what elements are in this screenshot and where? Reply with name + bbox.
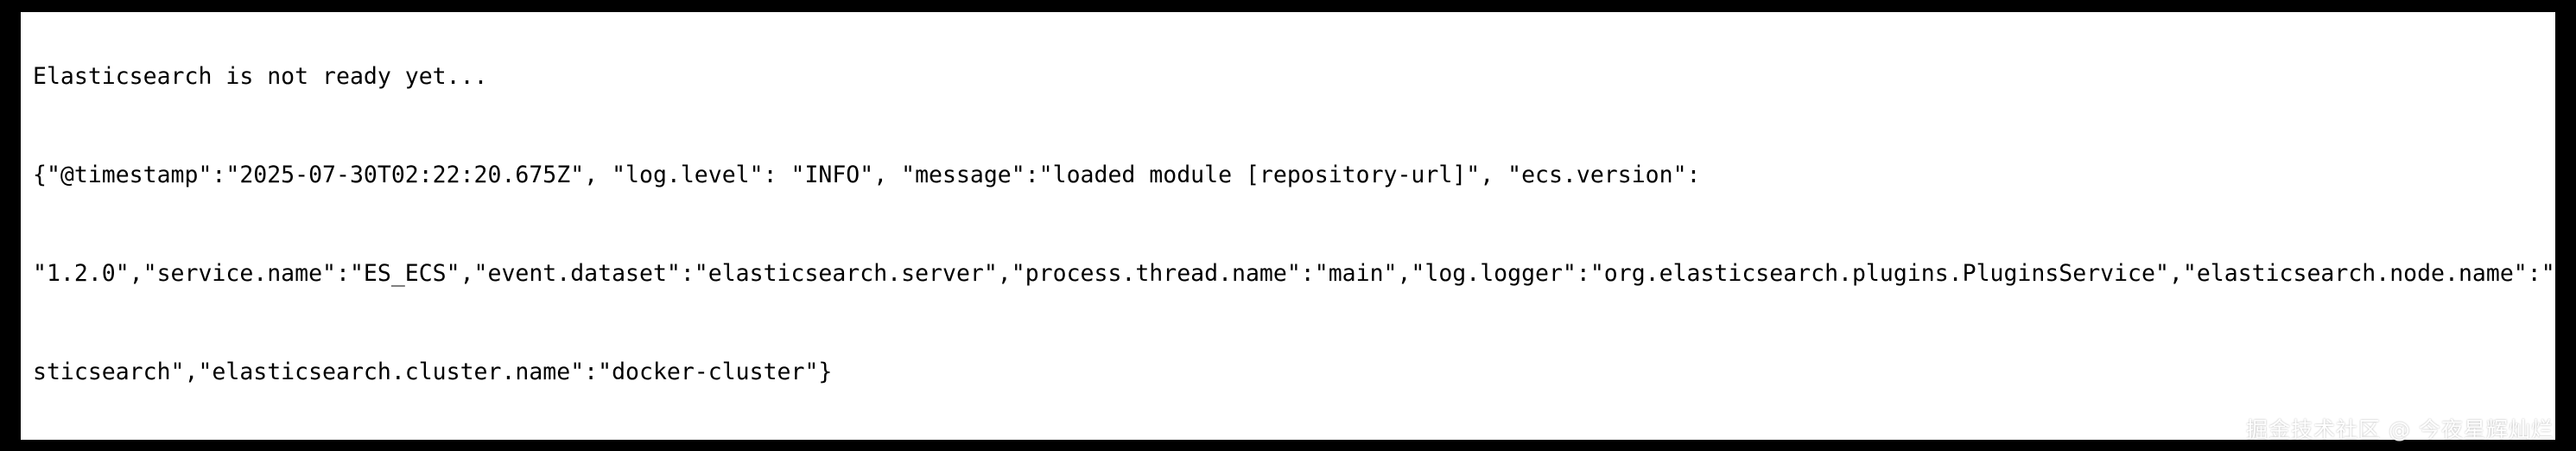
terminal-console-output[interactable]: Elasticsearch is not ready yet... {"@tim… (21, 12, 2555, 440)
window-right-margin (2555, 0, 2576, 451)
log-line: {"@timestamp":"2025-07-30T02:22:20.675Z"… (33, 162, 1701, 188)
window-left-margin (0, 0, 21, 451)
log-line: "1.2.0","service.name":"ES_ECS","event.d… (33, 260, 2555, 287)
log-stream: Elasticsearch is not ready yet... {"@tim… (33, 12, 2555, 440)
log-line: Elasticsearch is not ready yet... (33, 63, 488, 90)
log-line: sticsearch","elasticsearch.cluster.name"… (33, 359, 833, 385)
